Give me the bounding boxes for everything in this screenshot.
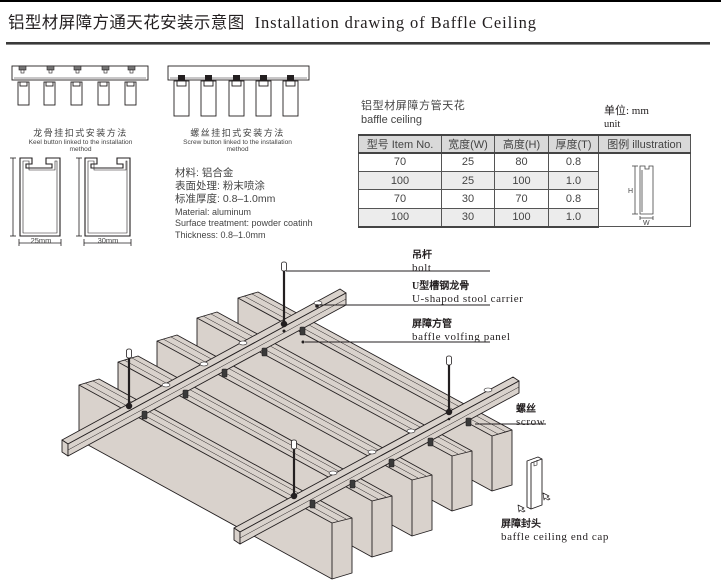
profile-illustration-icon: H W [628,165,654,226]
cell-thickness: 0.8 [548,189,599,209]
cell-width: 30 [441,189,495,209]
keel-method-zh: 龙骨挂扣式安装方法 [33,128,128,138]
cell-width: 25 [441,152,495,172]
profile-25-width-label: 25mm [30,236,52,245]
spec-thickness-en: Thickness: 0.8–1.0mm [175,229,266,240]
unit-en: unit [604,119,621,130]
end-cap [526,456,543,510]
cell-height: 100 [494,207,549,228]
cell-thickness: 0.8 [548,152,599,172]
callout-panel-zh: 屏障方管 [412,319,452,330]
cell-height: 100 [494,170,549,191]
cell-thickness: 1.0 [548,207,599,228]
illustration-h-label: H [628,188,633,195]
screw-method-en-1: Screw button linked to the installation [183,139,292,146]
keel-panel [17,81,137,106]
callout-carrier-zh: U型槽钢龙骨 [412,281,470,292]
table-row: 70 30 70 0.8 [358,189,691,209]
cell-height: 80 [494,152,549,172]
callout-screw: 螺丝 scrow [516,404,545,428]
callout-endcap-zh: 屏障封头 [501,519,541,530]
spec-surface-zh: 表面处理: 粉末喷涂 [175,180,265,193]
keel-clip-icon [18,65,136,74]
unit-label: 单位: mm unit [604,104,649,131]
keel-method-caption: 龙骨挂扣式安装方法 Keel button linked to the inst… [8,126,153,153]
spec-material-zh: 材料: 铝合金 [175,167,234,179]
spec-table: 型号 Item No. 宽度(W) 高度(H) 厚度(T) 图例 illustr… [358,134,691,228]
spec-material-en: Material: aluminum [175,206,252,217]
cell-illustration: H W [598,152,691,227]
header-width: 宽度(W) [441,134,495,154]
callout-endcap-en: baffle ceiling end cap [501,531,609,543]
header-height: 高度(H) [494,134,549,154]
profile-30-width-label: 30mm [97,236,119,245]
screw-method-zh: 螺丝挂扣式安装方法 [190,128,285,138]
top-border [0,0,721,2]
spec-surface-en: Surface treatment: powder coatinh [175,218,313,229]
callout-screw-zh: 螺丝 [516,404,536,415]
callout-carrier: U型槽钢龙骨 U-shapod stool carrier [412,281,524,305]
u-channel-carrier [61,288,347,457]
material-specs: 材料: 铝合金 表面处理: 粉末喷涂 标准厚度: 0.8–1.0mm Mater… [175,167,313,241]
cell-item-no: 70 [358,152,442,172]
header-item-no: 型号 Item No. [358,134,442,154]
cell-height: 70 [494,189,549,209]
cell-item-no: 100 [358,170,442,191]
bolt-nut [125,320,453,500]
screw-method-en-2: method [226,146,249,153]
cell-item-no: 70 [358,189,442,209]
callout-carrier-en: U-shapod stool carrier [412,293,524,305]
keel-method-en-2: method [69,146,92,153]
callout-screw-en: scrow [516,416,546,428]
table-row: 100 25 100 1.0 [358,170,691,191]
callout-bolt: 吊杆 bolt [412,250,432,274]
screw-button-method-diagram [167,65,310,117]
keel-button-method-diagram [11,65,149,106]
screw-panel [173,80,299,117]
illustration-w-label: W [643,220,650,226]
baffle-ceiling-assembly [61,261,551,580]
callout-leaders [286,270,546,425]
title-zh: 铝型材屏障方通天花安装示意图 [8,13,245,32]
callout-bolt-zh: 吊杆 [412,250,432,261]
callout-bolt-en: bolt [412,262,432,274]
table-title-zh: 铝型材屏障方管天花 [361,100,466,112]
cell-item-no: 100 [358,207,442,228]
callout-panel: 屏障方管 baffle volfing panel [412,319,511,343]
table-header-row: 型号 Item No. 宽度(W) 高度(H) 厚度(T) 图例 illustr… [358,134,691,154]
table-title: 铝型材屏障方管天花 baffle ceiling [361,99,465,127]
bolt-rod [126,261,452,496]
callout-endcap: 屏障封头 baffle ceiling end cap [501,519,609,543]
page-title: 铝型材屏障方通天花安装示意图 Installation drawing of Ba… [8,9,537,33]
arrow-icon [517,492,551,513]
cell-width: 25 [441,170,495,191]
profile-30mm-diagram [76,157,132,246]
header-illustration: 图例 illustration [598,134,691,154]
header-thickness: 厚度(T) [548,134,599,154]
callout-panel-en: baffle volfing panel [412,331,511,343]
keel-method-en-1: Keel button linked to the installation [28,139,133,146]
screw-method-caption: 螺丝挂扣式安装方法 Screw button linked to the ins… [165,126,310,153]
unit-zh: 单位: mm [604,105,649,117]
table-title-en: baffle ceiling [361,114,422,126]
profile-25mm-diagram [10,157,62,246]
cell-width: 30 [441,207,495,228]
title-en: Installation drawing of Baffle Ceiling [254,13,537,32]
cell-thickness: 1.0 [548,170,599,191]
screw-fastener [141,326,472,509]
title-divider [6,42,710,45]
screw-icon [178,75,294,81]
table-row: 100 30 100 1.0 [358,207,691,228]
spec-thickness-zh: 标准厚度: 0.8–1.0mm [175,193,276,206]
table-row: 70 25 80 0.8 H W [358,152,691,227]
